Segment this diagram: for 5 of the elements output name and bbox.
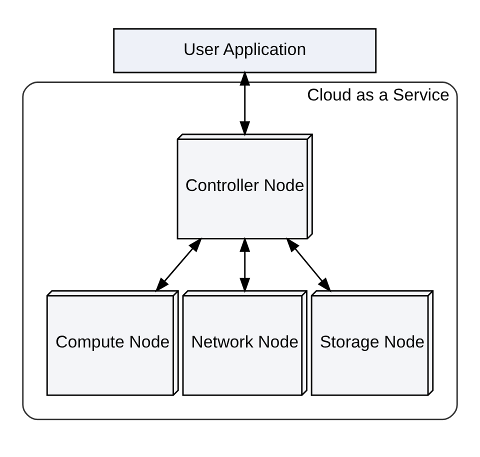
arrow xyxy=(240,70,250,136)
arrow xyxy=(155,236,202,292)
arrow xyxy=(240,236,250,292)
node-box: User Application xyxy=(113,28,377,73)
arrow xyxy=(286,236,332,292)
